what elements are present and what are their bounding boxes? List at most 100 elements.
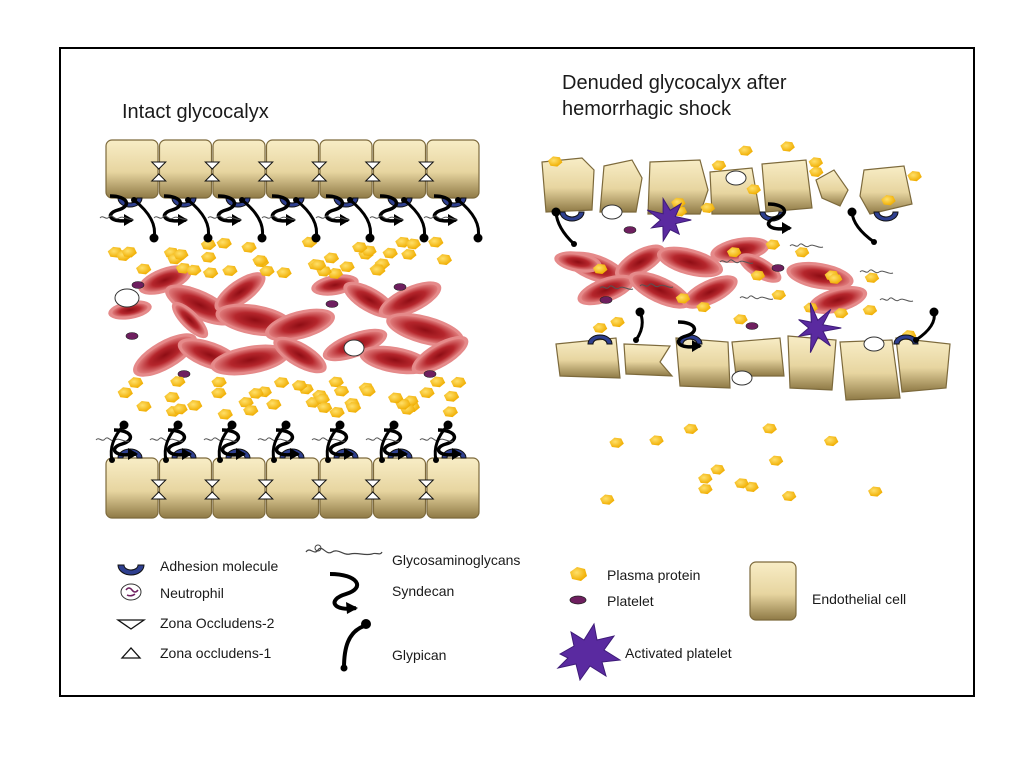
syndecan-arrowhead (692, 340, 702, 352)
syndecan-arrowhead (124, 214, 134, 226)
zona-occludens-1 (364, 173, 381, 182)
plasma-protein (823, 435, 839, 447)
endothelial-cell (372, 139, 427, 199)
syndecan-arrowhead (290, 448, 300, 460)
activated-platelet (797, 302, 842, 353)
plasma-protein (323, 252, 340, 264)
syndecan-icon (329, 572, 359, 611)
glycosaminoglycan (153, 215, 188, 220)
zona-occludens-1 (150, 173, 167, 182)
plasma-protein (170, 376, 186, 387)
syndecan (270, 194, 295, 223)
glypican-foot (401, 197, 407, 203)
glypican-foot (131, 197, 137, 203)
glypican-head (227, 420, 237, 430)
activated-platelet (646, 196, 692, 243)
glypican-foot (271, 457, 277, 463)
zona-occludens-2 (364, 161, 381, 170)
plasma-protein (387, 392, 404, 404)
glypican-head (473, 233, 483, 243)
glypican-foot (455, 197, 461, 203)
plasma-protein (200, 251, 217, 263)
syndecan (112, 428, 137, 457)
endothelial-cell (265, 457, 320, 519)
plasma-protein (252, 254, 268, 266)
syndecan (108, 194, 133, 223)
adhesion-molecule (559, 211, 585, 222)
glypican-head (389, 420, 399, 430)
plasma-protein (698, 473, 713, 484)
red-blood-cell-core (581, 277, 631, 303)
endothelial-cell (319, 139, 373, 199)
glycosaminoglycan (789, 243, 824, 248)
endothelial-cell (731, 337, 785, 377)
plasma-protein (276, 267, 292, 279)
syndecan (432, 194, 457, 223)
plasma-protein (328, 376, 344, 388)
platelet (393, 283, 407, 291)
zona-occludens-2 (311, 161, 328, 170)
endothelial-cell (158, 139, 213, 199)
platelet (423, 370, 437, 378)
red-blood-cell (210, 344, 290, 376)
right-panel-title-line1: Denuded glycocalyx after (562, 72, 787, 94)
glypican-head (311, 233, 321, 243)
plasma-protein (291, 380, 308, 391)
legend-activated-platelet: Activated platelet (625, 645, 732, 661)
plasma-protein (202, 267, 219, 279)
glypican-head (119, 420, 129, 430)
right-damaged-glycocalyx (551, 170, 939, 386)
red-blood-cell-core (382, 284, 438, 316)
plasma-protein (599, 494, 615, 505)
plasma-protein (327, 268, 343, 279)
glypican-head (173, 420, 183, 430)
glycosaminoglycan (879, 297, 914, 302)
plasma-protein (273, 377, 290, 388)
syndecan-arrowhead (340, 214, 350, 226)
glycosaminoglycan (311, 437, 346, 442)
plasma-protein (711, 160, 727, 171)
glycosaminoglycan (739, 295, 774, 300)
zona-occludens-1-icon (120, 647, 142, 659)
glypican-head (149, 233, 159, 243)
red-blood-cell-core (277, 339, 323, 371)
red-blood-cell-core (268, 311, 332, 339)
plasma-protein (333, 385, 350, 397)
plasma-protein (808, 166, 824, 177)
platelet (177, 370, 191, 378)
endothelial-cell (105, 457, 159, 519)
plasma-protein (609, 437, 624, 448)
plasma-protein (310, 259, 327, 271)
endothelial-cell (426, 457, 480, 519)
red-blood-cell (738, 253, 782, 283)
glycosaminoglycan (369, 215, 404, 220)
glypican-head (443, 420, 453, 430)
zona-occludens-2 (150, 161, 167, 170)
glypican-foot (633, 337, 639, 343)
neutrophil (863, 336, 885, 352)
platelet-icon (569, 595, 587, 605)
zona-occludens-2 (418, 479, 435, 488)
syndecan (328, 428, 353, 457)
plasma-protein (352, 241, 368, 253)
plasma-protein (683, 423, 699, 434)
endothelial-cell (675, 337, 731, 389)
glypican-head (365, 233, 375, 243)
plasma-protein (738, 145, 753, 156)
zona-occludens-2 (204, 479, 221, 488)
plasma-protein (127, 377, 144, 388)
zona-occludens-1 (257, 491, 274, 500)
zona-occludens-2 (311, 479, 328, 488)
plasma-protein (881, 195, 896, 206)
glycosaminoglycan (423, 215, 458, 220)
plasma-protein (136, 400, 152, 412)
glypican-head (419, 233, 429, 243)
left-red-blood-cells (108, 265, 469, 378)
glypican-icon-head (361, 619, 371, 629)
plasma-protein (121, 246, 137, 258)
plasma-protein (238, 396, 254, 408)
legend-zona-occludens-2: Zona Occludens-2 (160, 615, 275, 631)
glypican-foot (913, 337, 919, 343)
glycosaminoglycan (639, 283, 674, 288)
